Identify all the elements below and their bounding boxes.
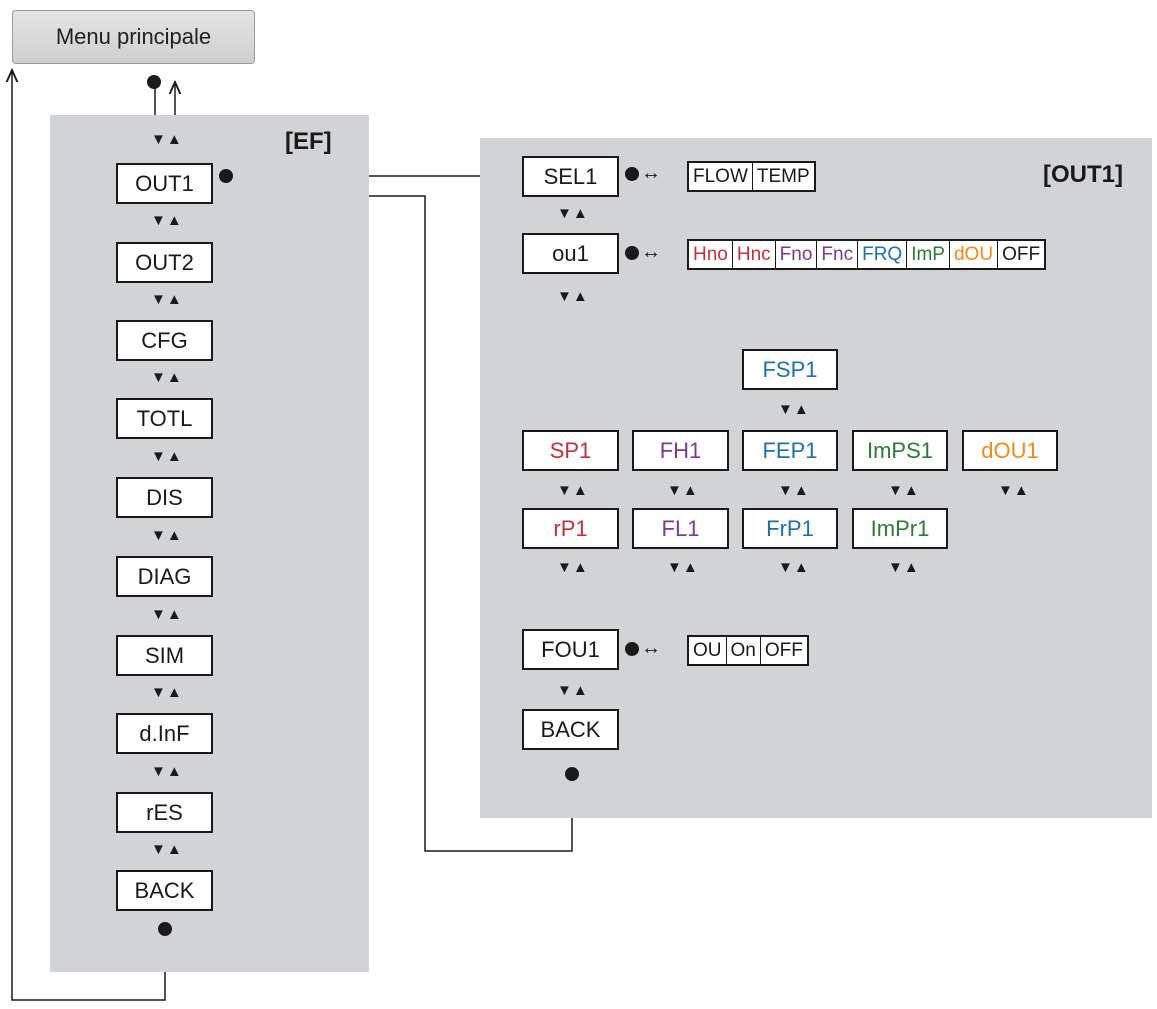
option-off[interactable]: OFF bbox=[764, 639, 803, 661]
menu-item-back[interactable]: BACK bbox=[116, 870, 213, 911]
out1-back-box[interactable]: BACK bbox=[522, 709, 619, 750]
option-on[interactable]: On bbox=[727, 637, 761, 664]
ef-panel-title: [EF] bbox=[285, 128, 332, 155]
rp1-box[interactable]: rP1 bbox=[522, 508, 619, 549]
nav-arrows-icon: ▼▲ bbox=[778, 401, 810, 418]
entry-dot-icon bbox=[147, 75, 161, 89]
exchange-icon: ↔ bbox=[641, 637, 661, 659]
frp1-box[interactable]: FrP1 bbox=[742, 508, 838, 549]
nav-arrows-icon: ▼▲ bbox=[778, 559, 810, 576]
ou1-box[interactable]: ou1 bbox=[522, 233, 619, 274]
sel1-options: FLOW TEMP bbox=[687, 161, 816, 192]
dou1-box[interactable]: dOU1 bbox=[962, 430, 1058, 471]
nav-arrows-icon: ▼▲ bbox=[151, 448, 183, 465]
nav-arrows-icon: ▼▲ bbox=[557, 482, 589, 499]
menu-item-out1[interactable]: OUT1 bbox=[116, 163, 213, 204]
nav-arrows-icon: ▼▲ bbox=[557, 205, 589, 222]
nav-arrows-icon: ▼▲ bbox=[151, 684, 183, 701]
fh1-box[interactable]: FH1 bbox=[632, 430, 729, 471]
nav-arrows-icon: ▼▲ bbox=[557, 559, 589, 576]
exchange-icon: ↔ bbox=[641, 241, 661, 263]
option-ou[interactable]: OU bbox=[689, 637, 727, 664]
option-fnc[interactable]: Fnc bbox=[817, 241, 859, 268]
sel1-dot-icon bbox=[625, 167, 639, 181]
ou1-dot-icon bbox=[625, 246, 639, 260]
menu-item-diag[interactable]: DIAG bbox=[116, 556, 213, 597]
option-hnc[interactable]: Hnc bbox=[733, 241, 776, 268]
nav-arrows-icon: ▼▲ bbox=[557, 288, 589, 305]
out1-dot-icon bbox=[219, 169, 233, 183]
menu-item-totl[interactable]: TOTL bbox=[116, 398, 213, 439]
nav-arrows-icon: ▼▲ bbox=[151, 212, 183, 229]
fl1-box[interactable]: FL1 bbox=[632, 508, 729, 549]
nav-arrows-icon: ▼▲ bbox=[888, 559, 920, 576]
fou1-dot-icon bbox=[625, 642, 639, 656]
nav-arrows-icon: ▼▲ bbox=[778, 482, 810, 499]
nav-arrows-icon: ▼▲ bbox=[151, 841, 183, 858]
nav-arrows-icon: ▼▲ bbox=[998, 482, 1030, 499]
option-temp[interactable]: TEMP bbox=[756, 165, 810, 187]
option-flow[interactable]: FLOW bbox=[689, 163, 753, 190]
fsp1-box[interactable]: FSP1 bbox=[742, 349, 838, 390]
option-fno[interactable]: Fno bbox=[776, 241, 818, 268]
option-frq[interactable]: FRQ bbox=[858, 241, 908, 268]
option-dou[interactable]: dOU bbox=[950, 241, 999, 268]
menu-item-sim[interactable]: SIM bbox=[116, 635, 213, 676]
menu-item-out2[interactable]: OUT2 bbox=[116, 242, 213, 283]
nav-arrows-icon: ▼▲ bbox=[151, 527, 183, 544]
nav-arrows-icon: ▼▲ bbox=[667, 559, 699, 576]
fou1-options: OU On OFF bbox=[687, 635, 809, 666]
sp1-box[interactable]: SP1 bbox=[522, 430, 619, 471]
nav-arrows-icon: ▼▲ bbox=[888, 482, 920, 499]
fou1-box[interactable]: FOU1 bbox=[522, 629, 619, 670]
nav-arrows-icon: ▼▲ bbox=[151, 606, 183, 623]
menu-item-res[interactable]: rES bbox=[116, 792, 213, 833]
out1-back-dot-icon bbox=[565, 767, 579, 781]
impr1-box[interactable]: ImPr1 bbox=[852, 508, 948, 549]
nav-arrows-icon: ▼▲ bbox=[151, 763, 183, 780]
menu-item-dis[interactable]: DIS bbox=[116, 477, 213, 518]
nav-arrows-icon: ▼▲ bbox=[557, 682, 589, 699]
nav-arrows-icon: ▼▲ bbox=[151, 291, 183, 308]
menu-item-cfg[interactable]: CFG bbox=[116, 320, 213, 361]
back-dot-icon bbox=[158, 922, 172, 936]
option-off[interactable]: OFF bbox=[1002, 243, 1041, 265]
nav-arrows-icon: ▼▲ bbox=[151, 369, 183, 386]
sel1-box[interactable]: SEL1 bbox=[522, 156, 619, 197]
menu-item-dinf[interactable]: d.InF bbox=[116, 713, 213, 754]
option-imp[interactable]: ImP bbox=[907, 241, 950, 268]
exchange-icon: ↔ bbox=[641, 162, 661, 184]
option-hno[interactable]: Hno bbox=[689, 241, 733, 268]
imps1-box[interactable]: ImPS1 bbox=[852, 430, 948, 471]
ou1-options: Hno Hnc Fno Fnc FRQ ImP dOU OFF bbox=[687, 239, 1047, 270]
main-menu-button[interactable]: Menu principale bbox=[12, 10, 255, 64]
nav-arrows-icon: ▼▲ bbox=[667, 482, 699, 499]
nav-arrows-icon: ▼▲ bbox=[151, 131, 183, 148]
out1-panel-title: [OUT1] bbox=[1043, 161, 1123, 188]
fep1-box[interactable]: FEP1 bbox=[742, 430, 838, 471]
